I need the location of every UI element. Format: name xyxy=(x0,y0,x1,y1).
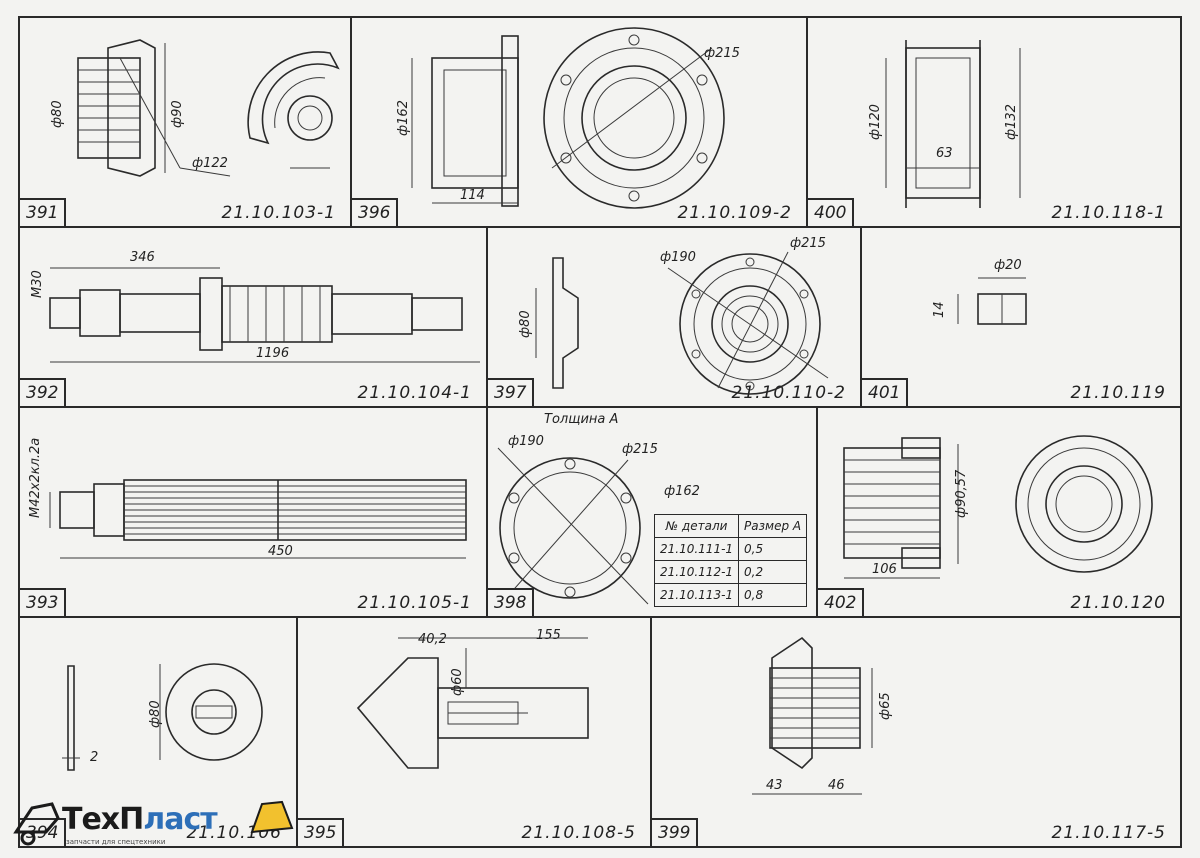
cell-401: ф20 14 401 21.10.119 xyxy=(860,226,1182,408)
dim-397-b: ф190 xyxy=(660,250,696,265)
dim-399-c: 46 xyxy=(828,778,845,793)
part-398-drawing xyxy=(497,447,649,605)
spec-cell: 21.10.112-1 xyxy=(653,560,740,584)
dim-396-b: 114 xyxy=(460,188,485,203)
tehplast-logo xyxy=(13,800,294,846)
part-394-drawing xyxy=(62,663,263,771)
part-code: 21.10.105-1 xyxy=(357,593,472,613)
spec-header-part: № детали xyxy=(653,514,740,538)
logo-wordmark: ТехПласт xyxy=(62,802,218,837)
spec-header-size: Размер А xyxy=(738,514,808,538)
dim-398-title: Толщина А xyxy=(544,412,619,427)
cell-399: ф65 43 46 399 21.10.117-5 xyxy=(650,616,1182,848)
dim-394-b: 2 xyxy=(90,750,99,765)
cell-397: ф80 ф190 ф215 397 21.10.110-2 xyxy=(486,226,862,408)
dim-398-b: ф215 xyxy=(622,442,658,457)
dim-392-c: 1196 xyxy=(256,346,290,361)
part-397-drawing xyxy=(535,251,829,395)
spec-cell: 0,8 xyxy=(738,583,808,607)
spec-table-header: № детали Размер А xyxy=(653,514,808,538)
drawing-number: 402 xyxy=(818,588,865,616)
part-395-drawing xyxy=(356,637,589,769)
dim-399-a: ф65 xyxy=(878,692,893,720)
part-401-drawing xyxy=(957,277,1027,325)
table-row: 21.10.113-1 0,8 xyxy=(653,583,808,607)
drawing-number: 401 xyxy=(862,378,909,406)
part-code: 21.10.103-1 xyxy=(221,203,336,223)
dim-400-a: ф120 xyxy=(868,104,883,140)
dim-393-a: М42х2кл.2а xyxy=(28,437,43,518)
part-396-drawing xyxy=(411,27,725,209)
dim-401-b: 14 xyxy=(932,301,947,318)
table-row: 21.10.111-1 0,5 xyxy=(653,537,808,561)
part-code: 21.10.117-5 xyxy=(1051,823,1166,843)
cell-396: ф162 114 ф215 396 21.10.109-2 xyxy=(350,16,808,228)
cell-391: ф80 ф90 ф122 391 21.10.103-1 xyxy=(18,16,352,228)
dim-400-b: ф132 xyxy=(1004,104,1019,140)
drawing-number: 398 xyxy=(488,588,535,616)
spec-cell: 0,2 xyxy=(738,560,808,584)
dim-402-b: 106 xyxy=(872,562,897,577)
dim-400-c: 63 xyxy=(936,146,953,161)
cell-395: 40,2 155 ф60 395 21.10.108-5 xyxy=(296,616,652,848)
part-400-drawing xyxy=(885,40,1021,208)
logo-brand-left: ТехП xyxy=(62,802,144,837)
dim-391-c: ф122 xyxy=(192,156,228,171)
logo-brand-right: ласт xyxy=(143,802,217,837)
part-402-drawing xyxy=(843,435,1153,579)
cell-402: ф90,57 106 402 21.10.120 xyxy=(816,406,1182,618)
dim-398-c: ф162 xyxy=(664,484,700,499)
dim-399-b: 43 xyxy=(766,778,783,793)
dim-397-c: ф215 xyxy=(790,236,826,251)
part-code: 21.10.119 xyxy=(1070,383,1166,403)
dim-393-b: 450 xyxy=(268,544,293,559)
spec-cell: 21.10.113-1 xyxy=(653,583,740,607)
dim-398-a: ф190 xyxy=(508,434,544,449)
dim-392-a: М30 xyxy=(30,270,45,298)
dim-402-a: ф90,57 xyxy=(954,469,969,518)
part-391-drawing xyxy=(77,39,340,177)
logo-tagline: запчасти для спецтехники xyxy=(66,838,166,846)
drawing-number: 392 xyxy=(20,378,67,406)
drawing-number: 395 xyxy=(298,818,345,846)
dim-395-c: ф60 xyxy=(450,668,465,696)
dim-401-a: ф20 xyxy=(994,258,1022,273)
drawing-number: 397 xyxy=(488,378,535,406)
dim-396-c: ф215 xyxy=(704,46,740,61)
drawing-number: 399 xyxy=(652,818,699,846)
part-code: 21.10.104-1 xyxy=(357,383,472,403)
dim-395-a: 40,2 xyxy=(418,632,447,647)
cell-393: М42х2кл.2а 450 393 21.10.105-1 xyxy=(18,406,488,618)
cell-398: Толщина А ф190 ф215 ф162 № детали Размер… xyxy=(486,406,818,618)
spec-cell: 21.10.111-1 xyxy=(653,537,740,561)
cell-400: ф120 ф132 63 400 21.10.118-1 xyxy=(806,16,1182,228)
drawing-number: 393 xyxy=(20,588,67,616)
dim-392-b: 346 xyxy=(130,250,155,265)
cell-392: М30 346 1196 392 21.10.104-1 xyxy=(18,226,488,408)
part-code: 21.10.120 xyxy=(1070,593,1166,613)
dim-394-a: ф80 xyxy=(148,700,163,728)
drawing-number: 391 xyxy=(20,198,67,226)
dim-395-b: 155 xyxy=(536,628,561,643)
table-row: 21.10.112-1 0,2 xyxy=(653,560,808,584)
part-code: 21.10.108-5 xyxy=(521,823,636,843)
dim-397-a: ф80 xyxy=(518,310,533,338)
part-392-drawing xyxy=(49,267,480,363)
drawing-number: 400 xyxy=(808,198,855,226)
part-393-drawing xyxy=(49,479,467,559)
dim-391-b: ф90 xyxy=(170,100,185,128)
drawing-number: 396 xyxy=(352,198,399,226)
spec-cell: 0,5 xyxy=(738,537,808,561)
part-code: 21.10.118-1 xyxy=(1051,203,1166,223)
dim-391-a: ф80 xyxy=(50,100,65,128)
dim-396-a: ф162 xyxy=(396,100,411,136)
part-399-drawing xyxy=(752,636,873,795)
part-code: 21.10.110-2 xyxy=(731,383,846,403)
part-code: 21.10.109-2 xyxy=(677,203,792,223)
spec-table: № детали Размер А 21.10.111-1 0,5 21.10.… xyxy=(653,514,808,607)
